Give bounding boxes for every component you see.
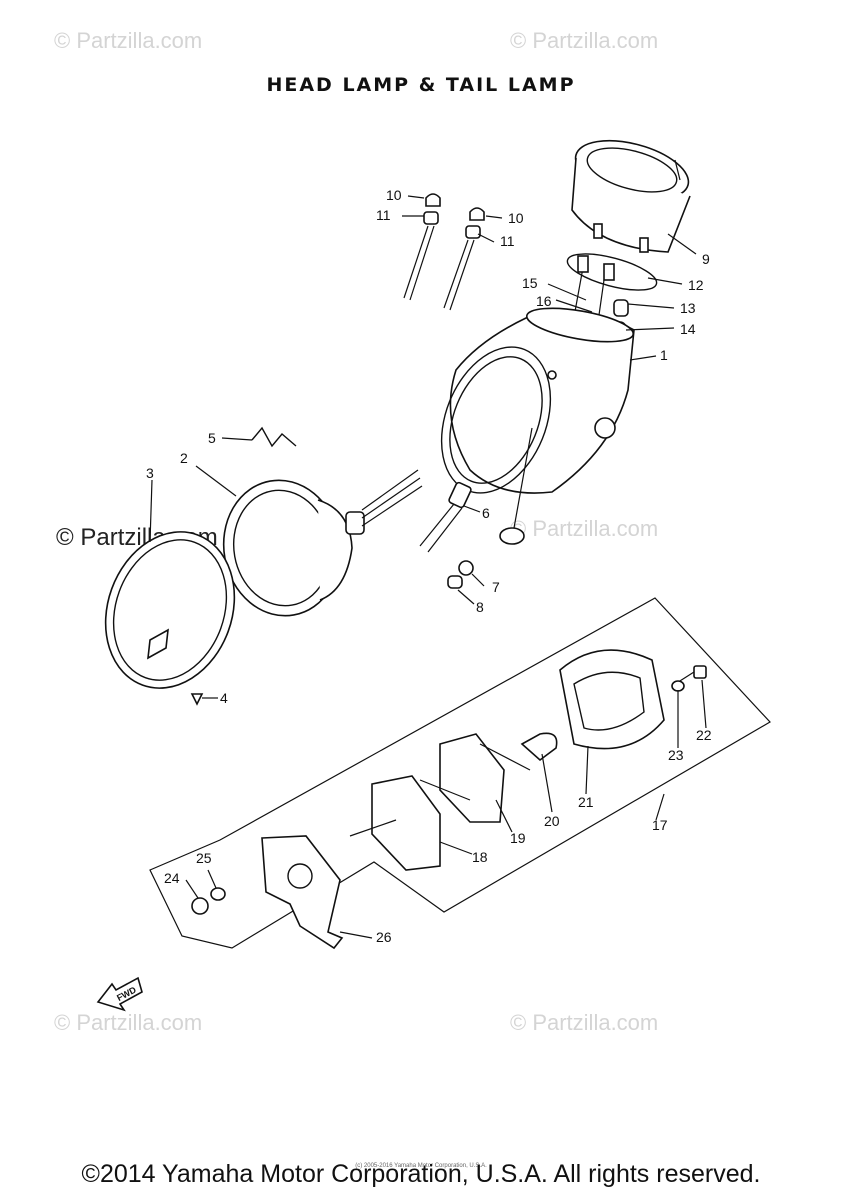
washer-part[interactable] <box>671 680 685 692</box>
watermark: © Partzilla.com <box>510 28 659 53</box>
tail-bulb-part[interactable] <box>520 732 558 762</box>
washer-part[interactable] <box>210 887 226 901</box>
callout-13[interactable]: 13 <box>680 300 696 316</box>
callout-1[interactable]: 1 <box>660 347 668 363</box>
callout-20[interactable]: 20 <box>544 813 560 829</box>
callout-7[interactable]: 7 <box>492 579 500 595</box>
callout-14[interactable]: 14 <box>680 321 696 337</box>
callout-10[interactable]: 10 <box>508 210 524 226</box>
callout-21[interactable]: 21 <box>578 794 594 810</box>
callout-3[interactable]: 3 <box>146 465 154 481</box>
socket-part[interactable] <box>419 481 472 553</box>
cable-end <box>577 255 589 273</box>
watermark: © Partzilla.com <box>510 516 659 541</box>
callout-19[interactable]: 19 <box>510 830 526 846</box>
tail-lamp-assembly-frame <box>149 597 771 949</box>
grommet-part[interactable] <box>499 527 525 545</box>
cable-part <box>513 427 533 529</box>
callout-2[interactable]: 2 <box>180 450 188 466</box>
speedometer-part[interactable] <box>569 130 695 253</box>
o-ring-part[interactable] <box>564 247 660 298</box>
watermark: © Partzilla.com <box>54 28 203 53</box>
sealed-beam-lamp-part[interactable] <box>213 469 423 625</box>
leader-lines <box>149 195 707 939</box>
indicator-lamp-left[interactable] <box>403 193 441 301</box>
bulb-small-part[interactable] <box>458 560 474 576</box>
tiny-notice: (c) 2005-2016 Yamaha Motor Corporation, … <box>355 1163 487 1169</box>
bulb-small-part[interactable] <box>447 575 463 589</box>
nut-part[interactable] <box>191 897 209 915</box>
bulb-part[interactable] <box>613 299 629 317</box>
callout-11[interactable]: 11 <box>376 207 391 223</box>
callout-15[interactable]: 15 <box>522 275 538 291</box>
callout-18[interactable]: 18 <box>472 849 488 865</box>
callout-8[interactable]: 8 <box>476 599 484 615</box>
watermark: © Partzilla.com <box>54 1010 203 1035</box>
callout-23[interactable]: 23 <box>668 747 684 763</box>
callout-25[interactable]: 25 <box>196 850 212 866</box>
callout-9[interactable]: 9 <box>702 251 710 267</box>
tail-case-part[interactable] <box>349 775 471 871</box>
tail-lens-part[interactable] <box>559 649 665 750</box>
diagram-title: HEAD LAMP & TAIL LAMP <box>266 74 576 96</box>
callout-12[interactable]: 12 <box>688 277 704 293</box>
cable-end <box>603 263 615 281</box>
tail-bracket-part[interactable] <box>261 835 344 950</box>
tail-base-plate-part[interactable] <box>439 733 531 823</box>
copyright-notice: ©2014 Yamaha Motor Corporation, U.S.A. A… <box>81 1160 761 1188</box>
callout-4[interactable]: 4 <box>220 690 228 706</box>
indicator-lamp-right[interactable] <box>443 207 485 311</box>
callout-numbers: 1 2 3 4 5 6 7 8 9 10 10 11 11 12 13 14 1… <box>146 187 712 945</box>
headlight-housing-part[interactable] <box>421 302 635 509</box>
forward-direction-arrow: FWD <box>96 976 143 1012</box>
callout-11[interactable]: 11 <box>500 233 515 249</box>
callout-16[interactable]: 16 <box>536 293 552 309</box>
callout-26[interactable]: 26 <box>376 929 392 945</box>
rim-part[interactable] <box>84 514 255 707</box>
callout-24[interactable]: 24 <box>164 870 180 886</box>
callout-22[interactable]: 22 <box>696 727 712 743</box>
spring-part[interactable] <box>251 426 297 448</box>
screw-part[interactable] <box>190 693 204 706</box>
callout-10[interactable]: 10 <box>386 187 402 203</box>
callout-5[interactable]: 5 <box>208 430 216 446</box>
watermark: © Partzilla.com <box>510 1010 659 1035</box>
callout-17[interactable]: 17 <box>652 817 668 833</box>
callout-6[interactable]: 6 <box>482 505 490 521</box>
tail-screw-part[interactable] <box>693 665 707 679</box>
